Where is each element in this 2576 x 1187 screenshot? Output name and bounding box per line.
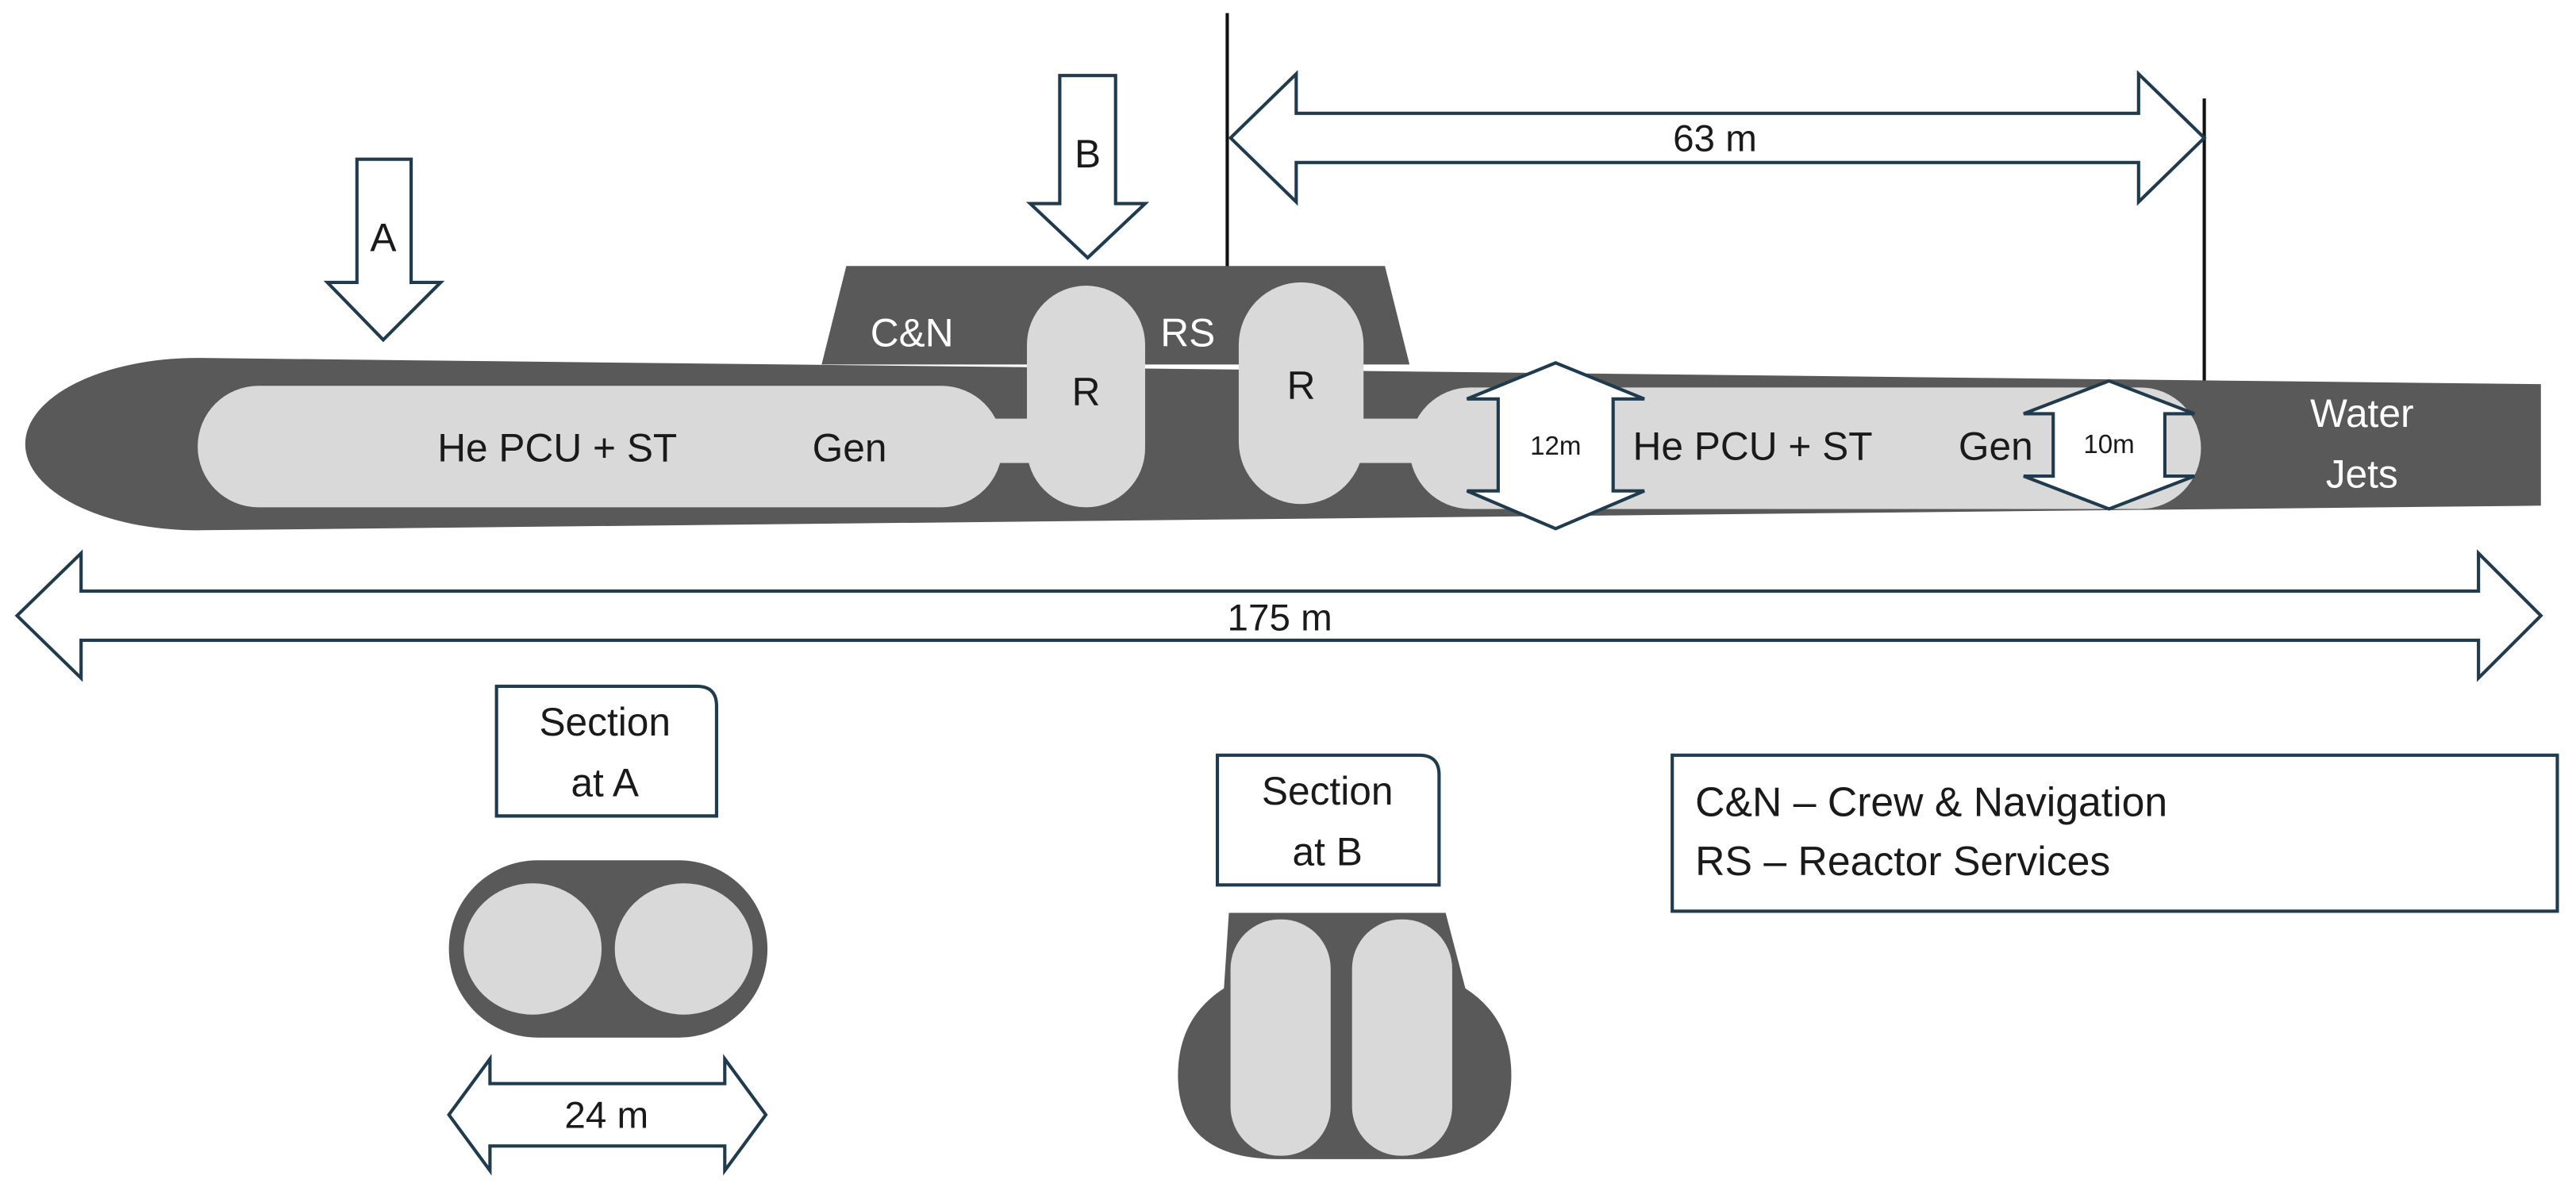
dimension-175m: 175 m [14,549,2543,682]
section-b-marker: B [1025,74,1150,260]
section-b-reactor-right [1351,919,1452,1156]
aft-power-train: 12m He PCU + ST Gen 10m [1356,361,2201,531]
section-b: Section at B [1178,753,1512,1159]
pcu-diameter-10m-label: 10m [2083,430,2134,459]
water-jets-label-line2: Jets [2326,452,2398,497]
section-b-hull [1178,912,1512,1159]
section-a: Section at A 24 m [447,684,768,1176]
section-a-down-arrow [323,157,445,343]
section-b-title-line1: Section [1262,769,1394,813]
section-a-pcu-right [614,883,753,1015]
reactor-aft-shape [1238,282,1364,505]
section-a-title-box [494,684,719,818]
pcu-fwd-shape [198,386,1002,508]
pcu-diameter-10m-arrow [2023,378,2195,511]
gen-fwd-label: Gen [813,425,887,470]
double-arrow-24m [447,1054,768,1176]
cn-label: C&N [871,311,954,355]
dimension-24m-label: 24 m [564,1095,648,1137]
section-b-reactor-left [1230,919,1331,1156]
reactor-fwd-shape [1027,286,1145,508]
legend-box [1671,753,2559,913]
section-b-title-box [1215,753,1441,887]
pcu-fwd-label: He PCU + ST [437,425,677,470]
double-arrow-175m [14,549,2543,682]
hull-diameter-12m-label: 12m [1530,432,1581,461]
section-a-title-line1: Section [539,700,671,744]
section-b-down-arrow [1025,74,1150,260]
section-b-arrow-label: B [1075,132,1101,176]
dimension-63m: 63 m [1225,13,2207,440]
gen-aft-label: Gen [1959,424,2033,468]
forward-power-train: He PCU + ST Gen [198,386,1037,508]
reactor-fwd: R [1027,286,1145,508]
section-b-title-line2: at B [1293,829,1363,874]
double-arrow-63m [1228,70,2207,206]
reactor-fwd-label: R [1072,370,1101,414]
water-jets-label-line1: Water [2310,391,2414,436]
section-a-arrow-label: A [370,216,397,260]
reactor-aft: R [1238,282,1364,505]
section-a-title-line2: at A [571,761,639,805]
legend: C&N – Crew & Navigation RS – Reactor Ser… [1671,753,2559,913]
legend-line-cn: C&N – Crew & Navigation [1695,778,2167,824]
rs-label: RS [1160,311,1215,355]
pcu-aft-label: He PCU + ST [1633,424,1873,468]
section-a-pcu-left [463,883,602,1015]
dimension-175m-label: 175 m [1228,597,1332,640]
dimension-63m-label: 63 m [1673,117,1757,159]
section-a-marker: A [323,157,445,343]
hull-diameter-12m-arrow [1466,361,1645,531]
reactor-aft-label: R [1287,363,1316,408]
legend-line-rs: RS – Reactor Services [1695,838,2110,884]
